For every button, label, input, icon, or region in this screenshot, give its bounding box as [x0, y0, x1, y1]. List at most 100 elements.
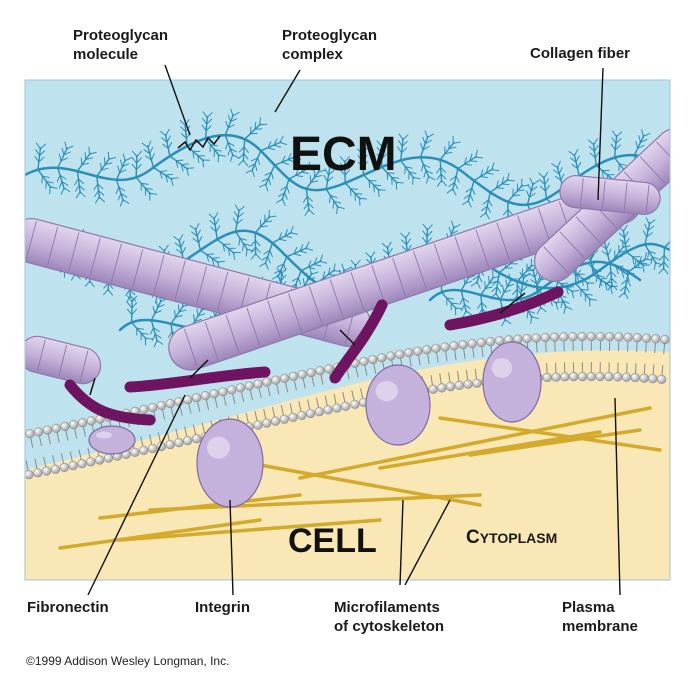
proteoglycan-twig	[645, 217, 650, 225]
proteoglycan-twig	[236, 218, 243, 225]
label-collagen-fiber: Collagen fiber	[530, 45, 630, 62]
lipid-head	[200, 391, 211, 401]
proteoglycan-twig	[270, 171, 274, 180]
proteoglycan-twig	[446, 297, 455, 300]
proteoglycan-twig	[391, 176, 400, 179]
proteoglycan-twig	[528, 192, 536, 198]
proteoglycan-twig	[527, 184, 532, 192]
proteoglycan-branch	[57, 167, 65, 190]
proteoglycan-twig	[440, 166, 447, 173]
proteoglycan-twig	[189, 225, 197, 231]
proteoglycan-twig	[591, 250, 599, 256]
proteoglycan-twig	[135, 164, 142, 171]
proteoglycan-twig	[516, 189, 525, 192]
proteoglycan-twig	[302, 195, 308, 203]
proteoglycan-twig	[278, 192, 286, 197]
lipid-head	[431, 343, 441, 353]
proteoglycan-twig	[251, 169, 255, 178]
proteoglycan-twig	[653, 262, 657, 270]
integrin-highlight	[375, 381, 398, 401]
proteoglycan-twig	[170, 177, 179, 180]
proteoglycan-twig	[60, 157, 68, 162]
collagen-band	[308, 286, 323, 325]
proteoglycan-twig	[261, 177, 270, 182]
proteoglycan-twig	[265, 262, 269, 270]
proteoglycan-twig	[635, 141, 639, 149]
lipid-head	[648, 374, 658, 384]
proteoglycan-twig	[152, 306, 156, 314]
collagen-band	[132, 249, 144, 289]
collagen-fibers	[25, 128, 670, 385]
lipid-head	[86, 416, 96, 426]
proteoglycan-twig	[293, 156, 302, 160]
proteoglycan-branch	[362, 174, 380, 192]
proteoglycan-twig	[97, 183, 104, 190]
proteoglycan-twig	[343, 267, 351, 272]
proteoglycan-twig	[313, 169, 316, 178]
proteoglycan-twig	[610, 270, 617, 277]
proteoglycan-twig	[132, 150, 138, 158]
proteoglycan-twig	[376, 140, 383, 147]
lipid-head	[586, 331, 596, 342]
fibronectin-3	[329, 299, 388, 384]
collagen-band	[413, 250, 427, 290]
proteoglycan-twig	[131, 163, 137, 171]
lipid-head	[437, 383, 447, 393]
proteoglycan-branch	[37, 147, 42, 171]
proteoglycan-twig	[339, 169, 346, 176]
proteoglycan-twig	[523, 273, 530, 279]
lipid-head	[60, 421, 70, 432]
proteoglycan-twig	[448, 181, 456, 188]
proteoglycan-twig	[131, 308, 137, 316]
lipid-head	[656, 374, 667, 384]
proteoglycan-branch	[633, 134, 645, 156]
proteoglycan-twig	[276, 198, 284, 204]
proteoglycan-twig	[452, 141, 461, 144]
proteoglycan-twig	[436, 180, 443, 187]
proteoglycan-branch	[419, 135, 429, 158]
proteoglycan-twig	[267, 147, 276, 151]
proteoglycan-twig	[284, 235, 293, 238]
proteoglycan-twig	[426, 224, 433, 231]
proteoglycan-twig	[174, 242, 182, 248]
collagen-band	[350, 272, 365, 311]
proteoglycan-branch	[130, 321, 147, 340]
proteoglycan-twig	[242, 243, 251, 247]
proteoglycan-twig	[295, 168, 299, 176]
proteoglycan-twig	[368, 179, 371, 188]
proteoglycan-twig	[454, 307, 463, 310]
proteoglycan-twig	[512, 288, 518, 296]
lipid-head	[623, 332, 633, 342]
proteoglycan-branch	[305, 170, 320, 190]
lipid-head	[50, 464, 61, 474]
proteoglycan-branch	[499, 279, 512, 300]
proteoglycan-twig	[339, 162, 346, 170]
proteoglycan-branch	[135, 176, 152, 195]
proteoglycan-twig	[314, 174, 322, 178]
proteoglycan-twig	[349, 188, 358, 190]
proteoglycan-twig	[519, 271, 525, 279]
proteoglycan-twig	[530, 316, 533, 325]
copyright-notice: ©1999 Addison Wesley Longman, Inc.	[26, 654, 229, 668]
proteoglycan-twig	[621, 279, 628, 285]
proteoglycan-twig	[257, 157, 261, 166]
proteoglycan-twig	[552, 169, 560, 175]
proteoglycan-twig	[596, 274, 605, 278]
proteoglycan-twig	[126, 295, 131, 303]
proteoglycan-branch	[204, 115, 208, 140]
proteoglycan-twig	[232, 111, 240, 117]
proteoglycan-twig	[274, 269, 282, 274]
proteoglycan-twig	[505, 279, 508, 288]
collagen-band	[601, 180, 606, 209]
label-pointers	[87, 64, 621, 596]
proteoglycan-twig	[589, 298, 598, 301]
proteoglycan-twig	[663, 261, 669, 268]
fibronectin-linker	[89, 377, 96, 396]
lipid-head	[621, 372, 632, 382]
integrin-1	[196, 418, 264, 508]
proteoglycan-twig	[614, 144, 621, 151]
lipid-head	[69, 419, 79, 430]
lipid-head	[165, 439, 175, 450]
proteoglycan-twig	[381, 153, 387, 160]
proteoglycan-branch	[473, 168, 494, 182]
